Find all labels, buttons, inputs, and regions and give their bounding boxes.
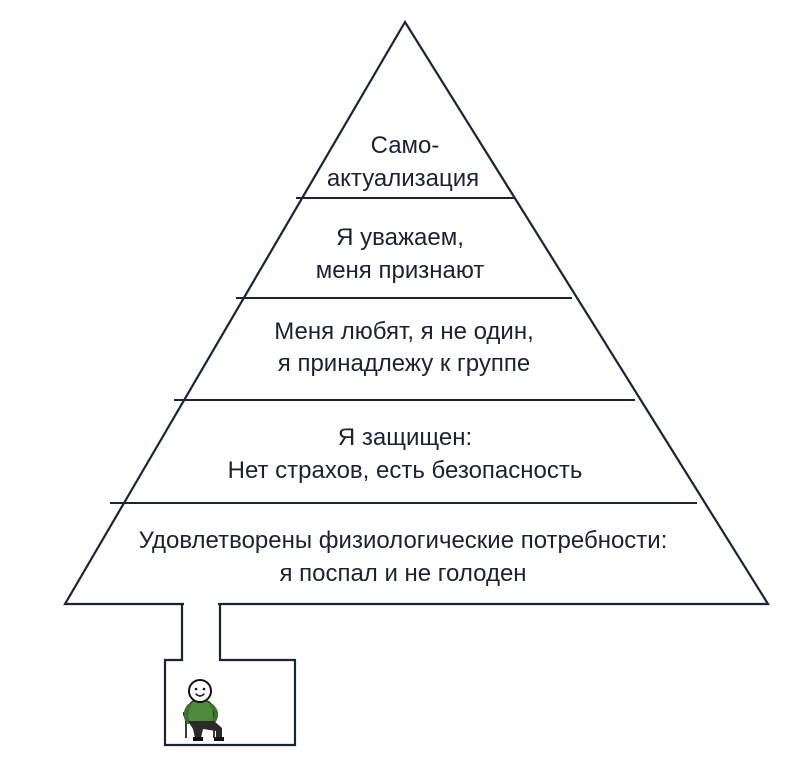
level-belonging: Меня любят, я не один, я принадлежу к гр… <box>274 318 534 377</box>
level-5-line-2: я поспал и не голоден <box>279 560 526 587</box>
level-self-actualization: Само- актуализация <box>327 132 479 192</box>
character-arm-right <box>210 704 219 723</box>
pyramid-outline <box>63 19 770 606</box>
character-head <box>188 679 212 703</box>
level-5-line-1: Удовлетворены физиологические потребност… <box>139 527 668 554</box>
character-eye-right <box>202 687 206 691</box>
level-3-line-2: я принадлежу к группе <box>278 350 530 377</box>
level-1-line-2: актуализация <box>327 165 479 192</box>
level-4-line-2: Нет страхов, есть безопасность <box>228 457 583 484</box>
level-2-line-2: меня признают <box>316 257 485 284</box>
sitting-character-figure <box>183 679 224 741</box>
level-3-line-1: Меня любят, я не один, <box>274 318 534 345</box>
character-arm-left <box>183 704 191 724</box>
level-4-line-1: Я защищен: <box>338 424 472 451</box>
level-esteem: Я уважаем, меня признают <box>316 224 485 284</box>
level-1-line-1: Само- <box>371 132 440 159</box>
level-safety: Я защищен: Нет страхов, есть безопасност… <box>228 424 583 484</box>
level-physiological: Удовлетворены физиологические потребност… <box>139 527 668 587</box>
character-smile <box>195 693 205 697</box>
character-shoe-left <box>193 737 203 741</box>
basement-chamber-outline <box>163 604 297 747</box>
level-2-line-1: Я уважаем, <box>336 224 464 251</box>
character-legs <box>188 721 222 738</box>
character-shoe-right <box>214 737 224 741</box>
character-eye-left <box>194 687 198 691</box>
